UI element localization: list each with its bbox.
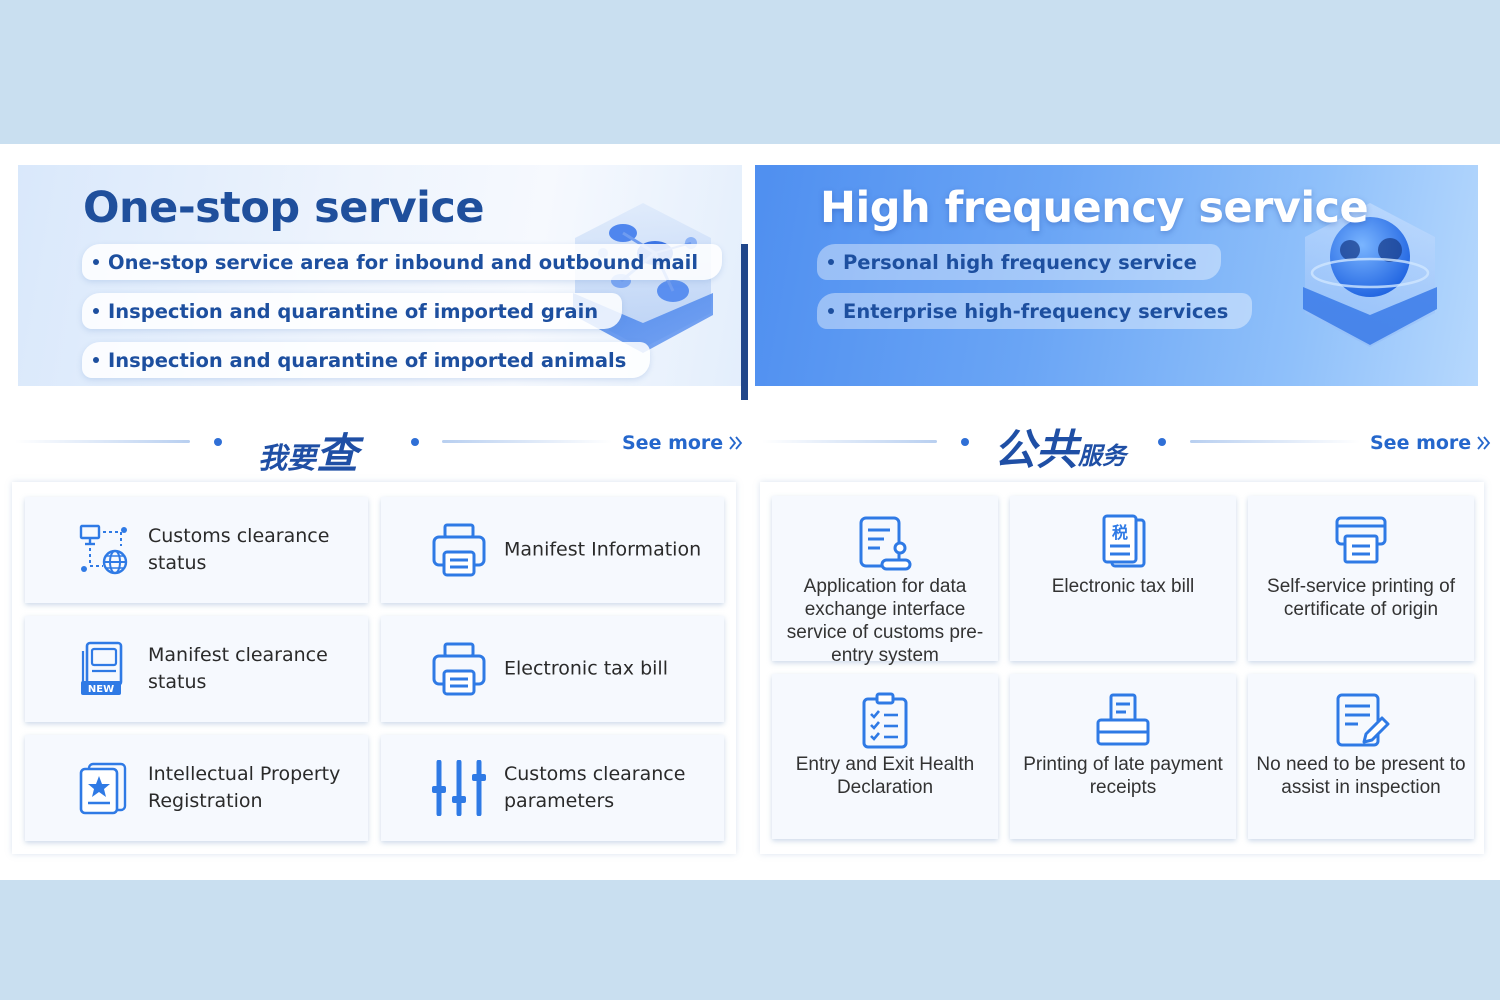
service-link-animals[interactable]: Inspection and quarantine of imported an… xyxy=(82,342,651,378)
title-small: 服务 xyxy=(1078,442,1127,470)
card-label: Entry and Exit Health Declaration xyxy=(795,754,975,798)
form-document-icon xyxy=(859,516,912,571)
service-link-enterprise[interactable]: Enterprise high-frequency services xyxy=(817,293,1253,329)
card-label: Electronic tax bill xyxy=(1051,576,1195,597)
sliders-icon xyxy=(432,760,486,816)
service-link-mail[interactable]: One-stop service area for inbound and ou… xyxy=(82,244,723,280)
header-dot xyxy=(411,438,419,446)
one-stop-service-banner[interactable]: One-stop service One-stop service area f… xyxy=(18,165,742,386)
public-card-certificate-of-origin-printing[interactable]: Self-service printing of certificate of … xyxy=(1248,496,1474,661)
page-content: One-stop service One-stop service area f… xyxy=(0,144,1500,880)
query-see-more-link[interactable]: See more xyxy=(622,432,743,454)
new-document-icon: NEW xyxy=(81,641,123,695)
public-section-title: 公共服务 xyxy=(994,416,1126,477)
checklist-clipboard-icon xyxy=(862,692,908,749)
banner-title: High frequency service xyxy=(820,183,1369,233)
banner-title: One-stop service xyxy=(83,183,485,233)
card-label: Intellectual Property Registration xyxy=(148,763,341,812)
public-card-data-exchange-application[interactable]: Application for data exchange interface … xyxy=(772,496,998,666)
header-line xyxy=(15,440,190,443)
query-card-customs-clearance-parameters[interactable]: Customs clearance parameters xyxy=(381,735,724,841)
card-label: Customs clearance parameters xyxy=(504,763,686,812)
query-card-customs-clearance-status[interactable]: Customs clearance status xyxy=(25,497,368,603)
card-label: Self-service printing of certificate of … xyxy=(1267,576,1455,620)
title-big: 公共 xyxy=(994,425,1079,474)
public-card-health-declaration[interactable]: Entry and Exit Health Declaration xyxy=(772,674,998,839)
tax-document-icon: 税 xyxy=(1102,514,1146,568)
globe-illustration xyxy=(1303,203,1437,347)
title-small: 我要 xyxy=(258,441,317,475)
edit-document-icon xyxy=(1336,693,1390,747)
query-card-intellectual-property-registration[interactable]: Intellectual Property Registration xyxy=(25,735,368,841)
double-chevron-right-icon xyxy=(1477,436,1491,450)
banner-scrollbar[interactable] xyxy=(741,244,748,400)
public-card-electronic-tax-bill[interactable]: 税 Electronic tax bill xyxy=(1010,496,1236,661)
double-chevron-right-icon xyxy=(729,436,743,450)
header-line xyxy=(1190,440,1360,443)
header-dot xyxy=(1158,438,1166,446)
service-link-grain[interactable]: Inspection and quarantine of imported gr… xyxy=(82,293,623,329)
header-dot xyxy=(214,438,222,446)
public-card-late-payment-receipts[interactable]: Printing of late payment receipts xyxy=(1010,674,1236,839)
public-see-more-link[interactable]: See more xyxy=(1370,432,1491,454)
card-label: Customs clearance status xyxy=(148,525,330,574)
query-card-manifest-clearance-status[interactable]: NEW Manifest clearance status xyxy=(25,616,368,722)
card-label: Manifest Information xyxy=(504,538,702,561)
title-big: 查 xyxy=(316,429,359,478)
header-dot xyxy=(961,438,969,446)
svg-text:NEW: NEW xyxy=(88,684,114,695)
receipt-printer-icon xyxy=(1096,693,1150,746)
card-label: No need to be present to assist in inspe… xyxy=(1256,754,1466,798)
header-line xyxy=(442,440,612,443)
network-globe-icon xyxy=(79,524,128,575)
query-section-title: 我要查 xyxy=(258,420,358,481)
tax-glyph: 税 xyxy=(1112,523,1128,542)
see-more-label: See more xyxy=(1370,432,1472,454)
printer-icon xyxy=(432,523,486,577)
high-frequency-service-banner[interactable]: High frequency service Personal high fre… xyxy=(755,165,1478,386)
card-label: Electronic tax bill xyxy=(504,657,668,680)
query-card-electronic-tax-bill[interactable]: Electronic tax bill xyxy=(381,616,724,722)
header-line xyxy=(762,440,937,443)
service-link-personal[interactable]: Personal high frequency service xyxy=(817,244,1221,280)
query-card-manifest-information[interactable]: Manifest Information xyxy=(381,497,724,603)
see-more-label: See more xyxy=(622,432,724,454)
card-label: Manifest clearance status xyxy=(148,644,328,693)
printer-icon xyxy=(1335,516,1387,564)
card-label: Application for data exchange interface … xyxy=(786,576,984,666)
printer-icon xyxy=(432,642,486,696)
card-label: Printing of late payment receipts xyxy=(1023,754,1223,798)
public-card-remote-inspection[interactable]: No need to be present to assist in inspe… xyxy=(1248,674,1474,839)
star-certificate-icon xyxy=(79,762,127,815)
